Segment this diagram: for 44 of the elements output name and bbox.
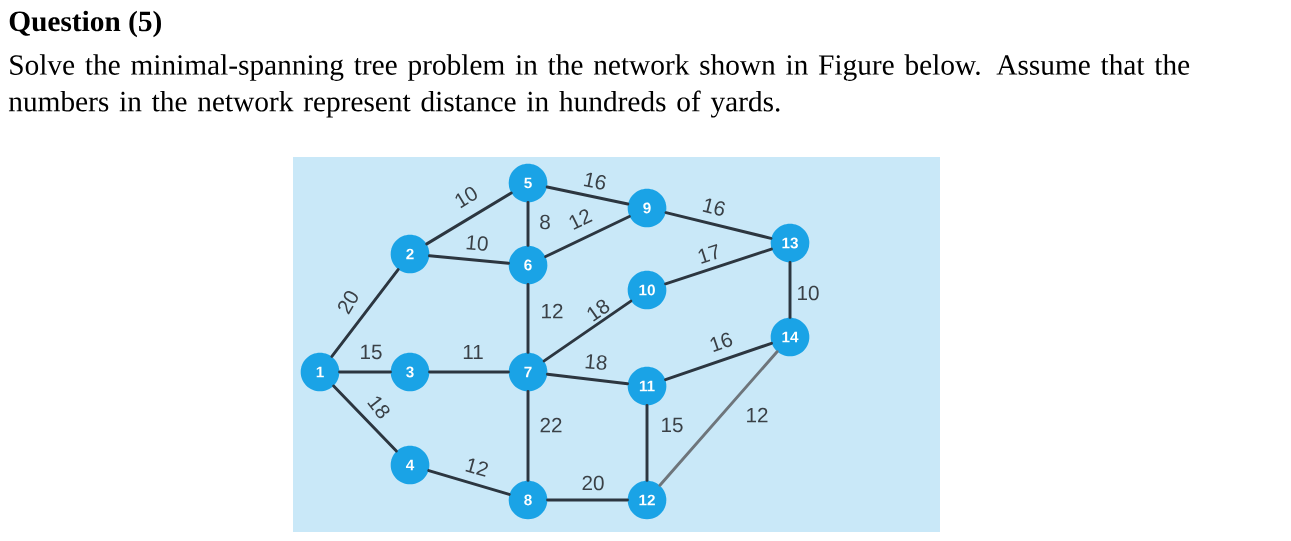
- edge-label: 18: [367, 396, 390, 419]
- connector-line: [428, 370, 510, 374]
- connector-line: [330, 268, 400, 358]
- connector-line: [526, 201, 530, 247]
- edge-label: 16: [702, 198, 725, 216]
- edge-label: 17: [698, 244, 718, 264]
- connector-line: [664, 341, 773, 382]
- edge-label: 18: [587, 299, 610, 322]
- connector-line: [542, 299, 633, 363]
- connector-line: [546, 498, 629, 502]
- edge-label: 18: [585, 354, 607, 370]
- question-heading: Question (5): [9, 10, 161, 38]
- connector-line: [526, 390, 530, 482]
- edge-label: 12: [542, 303, 563, 319]
- connector-line: [332, 384, 398, 453]
- connector-line: [428, 254, 510, 265]
- edge-label: 15: [662, 417, 683, 433]
- edge-label: 8: [540, 214, 550, 230]
- edge-label: 10: [466, 235, 488, 251]
- edge-label: 10: [798, 285, 819, 301]
- connector-line: [664, 211, 773, 240]
- edge-label: 11: [463, 344, 483, 360]
- connector-line: [546, 372, 629, 386]
- edge-label: 12: [465, 458, 488, 477]
- connector-line: [425, 191, 513, 246]
- edge-label: 20: [338, 291, 358, 315]
- question-text: Solve the minimal-spanning tree problem in the network shown in Figure below. Assume that the numbers in the network represent distance in hundreds of yards.: [8, 54, 1190, 118]
- edge-label: 15: [361, 344, 382, 360]
- connector-line: [338, 370, 392, 374]
- connector-line: [664, 247, 773, 286]
- edge-label: 10: [455, 187, 477, 209]
- connector-line: [645, 404, 649, 482]
- edge-label: 22: [540, 417, 562, 433]
- connector-line: [788, 261, 792, 319]
- edge-label: 12: [747, 407, 768, 423]
- connector-line: [658, 350, 779, 487]
- connector-line: [526, 283, 530, 354]
- edge-label: 16: [583, 172, 606, 190]
- connector-line: [544, 215, 631, 258]
- connector-line: [427, 469, 511, 496]
- edge-label: 12: [569, 209, 593, 230]
- connector-line: [545, 185, 630, 206]
- edge-label: 20: [582, 475, 604, 491]
- edge-label: 16: [710, 332, 733, 352]
